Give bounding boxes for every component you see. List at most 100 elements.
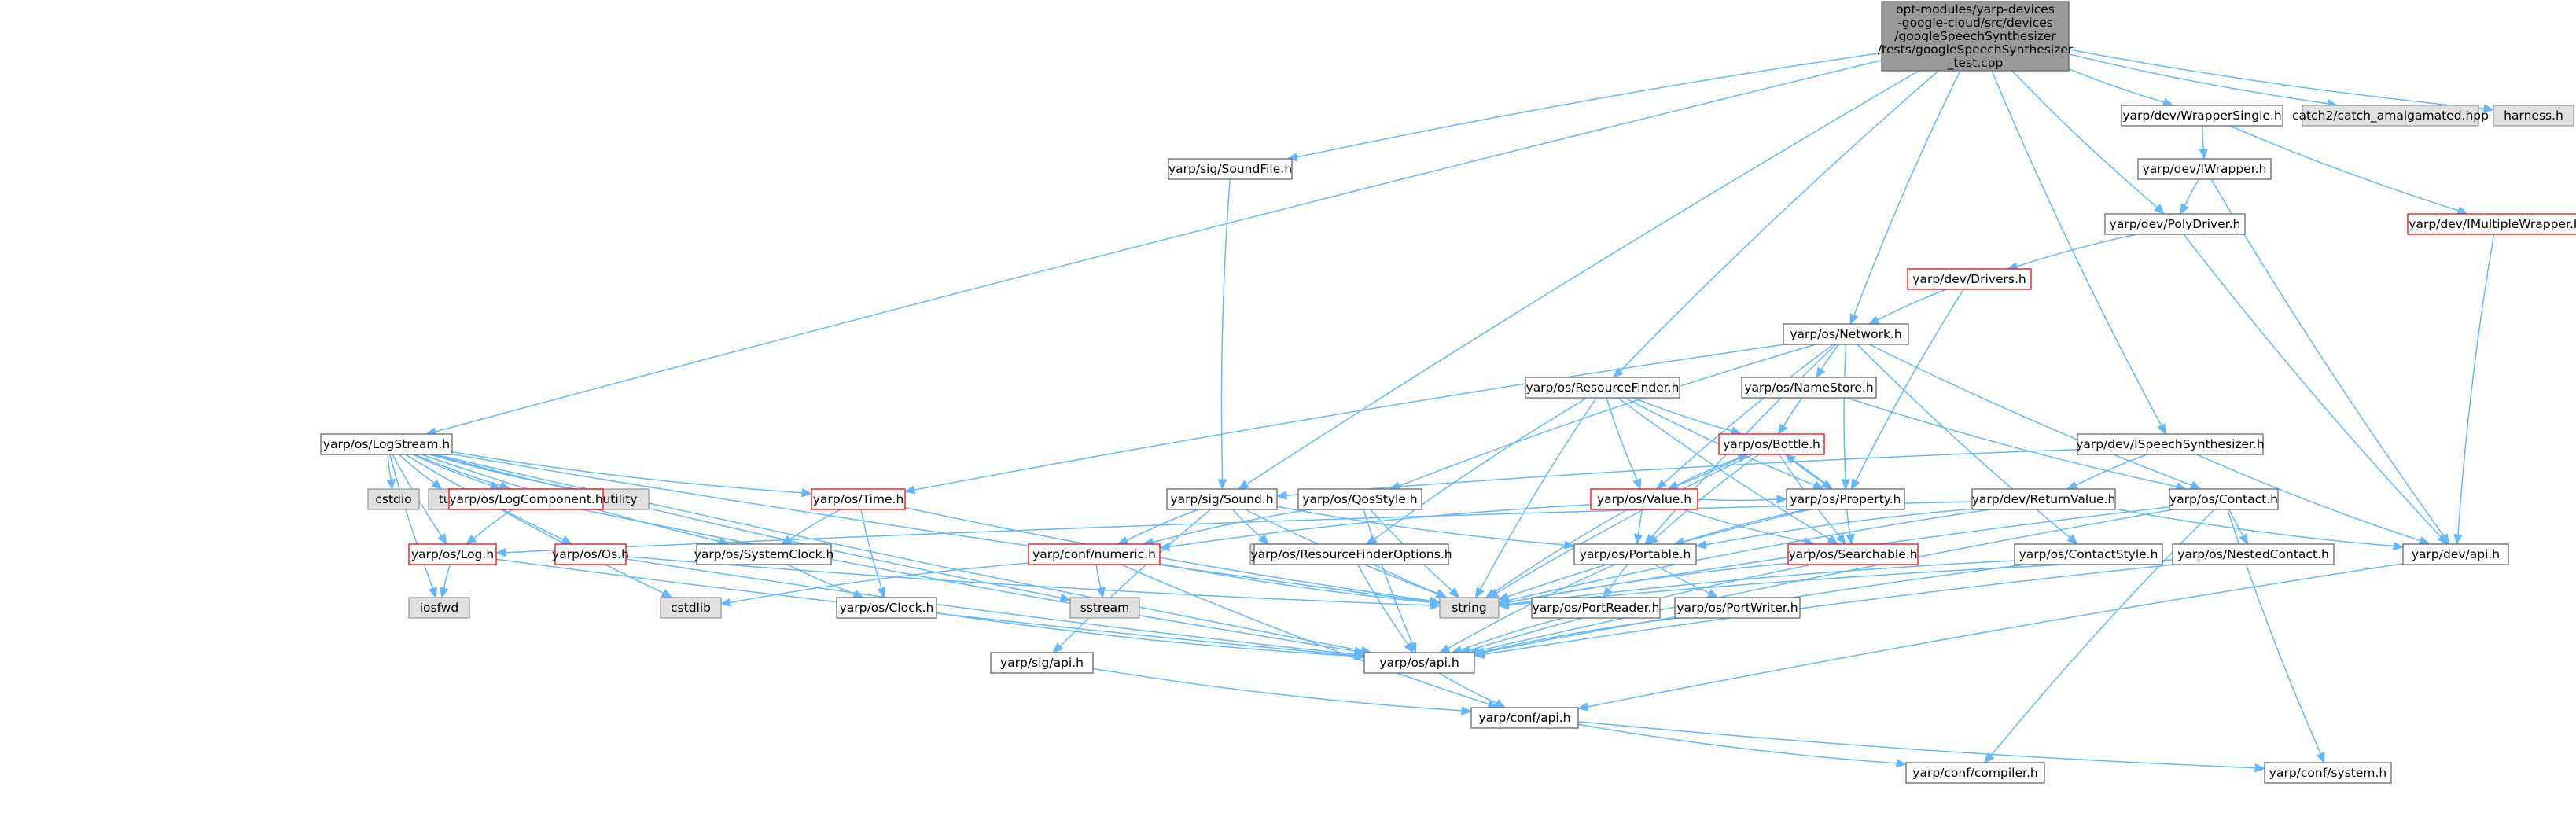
edge-line <box>1683 509 1807 543</box>
edge-arrowhead <box>1776 495 1788 504</box>
node-NameStore[interactable]: yarp/os/NameStore.h <box>1741 377 1877 399</box>
edge-line <box>1448 564 1615 649</box>
node-box <box>554 543 627 565</box>
node-label: yarp/conf/numeric.h <box>1032 547 1156 561</box>
node-sigapi[interactable]: yarp/sig/api.h <box>990 652 1094 674</box>
node-box <box>1741 377 1877 399</box>
edge-arrowhead <box>1460 706 1473 715</box>
node-box <box>990 652 1094 674</box>
node-Value[interactable]: yarp/os/Value.h <box>1590 488 1698 510</box>
edge-ResourceFinderOptions-to-string <box>1373 564 1448 598</box>
edge-arrowhead <box>1448 587 1460 598</box>
node-label: yarp/sig/SoundFile.h <box>1168 162 1292 176</box>
node-label: sstream <box>1080 601 1129 615</box>
node-Property[interactable]: yarp/os/Property.h <box>1786 488 1905 510</box>
edge-line <box>1493 509 1628 594</box>
node-WrapperSingle[interactable]: yarp/dev/WrapperSingle.h <box>2121 105 2283 127</box>
node-SystemClock[interactable]: yarp/os/SystemClock.h <box>694 543 834 565</box>
node-osapi[interactable]: yarp/os/api.h <box>1363 652 1475 674</box>
node-Time[interactable]: yarp/os/Time.h <box>811 488 906 510</box>
node-string: string <box>1439 597 1500 619</box>
edge-Value-to-numeric <box>1158 504 1592 552</box>
node-devapi[interactable]: yarp/dev/api.h <box>2402 543 2509 565</box>
edge-arrowhead <box>1217 479 1227 491</box>
node-box <box>1786 488 1905 510</box>
edge-LogStream-to-Time <box>451 451 813 498</box>
edge-line <box>435 59 1882 432</box>
node-LogStream[interactable]: yarp/os/LogStream.h <box>320 433 453 455</box>
node-PolyDriver[interactable]: yarp/dev/PolyDriver.h <box>2104 213 2246 235</box>
node-ISpeechSynthesizer[interactable]: yarp/dev/ISpeechSynthesizer.h <box>2076 433 2265 455</box>
node-LogComponent[interactable]: yarp/os/LogComponent.h <box>448 488 604 510</box>
node-root[interactable]: opt-modules/yarp-devices-google-cloud/sr… <box>1878 1 2074 72</box>
node-label: harness.h <box>2504 109 2563 123</box>
node-ResourceFinderOptions[interactable]: yarp/os/ResourceFinderOptions.h <box>1250 543 1452 565</box>
node-label: yarp/os/Searchable.h <box>1788 547 1917 561</box>
edge-arrowhead <box>1096 587 1106 599</box>
edge-arrowhead <box>2180 203 2189 215</box>
node-PortWriter[interactable]: yarp/os/PortWriter.h <box>1674 597 1801 619</box>
node-Network[interactable]: yarp/os/Network.h <box>1783 323 1909 345</box>
node-label: yarp/os/PortReader.h <box>1533 601 1660 615</box>
node-label: yarp/os/LogComponent.h <box>449 492 602 506</box>
node-confapi[interactable]: yarp/conf/api.h <box>1470 707 1579 729</box>
node-Bottle[interactable]: yarp/os/Bottle.h <box>1718 433 1825 455</box>
node-NestedContact[interactable]: yarp/os/NestedContact.h <box>2172 543 2335 565</box>
edge-line <box>1632 397 1733 432</box>
node-IMultipleWrapper[interactable]: yarp/dev/IMultipleWrapper.h <box>2407 213 2576 235</box>
edge-arrowhead <box>1473 647 1485 657</box>
edge-arrowhead <box>1850 478 1860 491</box>
node-iosfwd: iosfwd <box>408 597 470 619</box>
edge-line <box>1398 344 1816 487</box>
node-Os[interactable]: yarp/os/Os.h <box>552 543 629 565</box>
node-system[interactable]: yarp/conf/system.h <box>2264 762 2392 784</box>
edge-line <box>1705 508 1973 546</box>
edge-arrowhead <box>1237 480 1249 490</box>
edge-arrowhead <box>1429 598 1441 607</box>
node-ResourceFinder[interactable]: yarp/os/ResourceFinder.h <box>1525 377 1680 399</box>
node-Clock[interactable]: yarp/os/Clock.h <box>836 597 937 619</box>
node-ReturnValue[interactable]: yarp/dev/ReturnValue.h <box>1971 488 2116 510</box>
node-box <box>1674 597 1801 619</box>
node-Drivers[interactable]: yarp/dev/Drivers.h <box>1907 268 2032 290</box>
node-compiler[interactable]: yarp/conf/compiler.h <box>1905 762 2045 784</box>
node-Log[interactable]: yarp/os/Log.h <box>408 543 497 565</box>
node-Searchable[interactable]: yarp/os/Searchable.h <box>1787 543 1919 565</box>
node-cstdio: cstdio <box>367 488 420 510</box>
node-Portable[interactable]: yarp/os/Portable.h <box>1573 543 1697 565</box>
edge-Searchable-to-string <box>1497 562 1789 607</box>
edge-line <box>581 509 1356 652</box>
node-box <box>2137 158 2272 180</box>
edge-line <box>2114 508 2394 547</box>
node-box <box>1297 488 1422 510</box>
edge-line <box>936 612 1356 657</box>
edge-Value-to-Property <box>1697 495 1788 504</box>
node-numeric[interactable]: yarp/conf/numeric.h <box>1028 543 1161 565</box>
edge-line <box>1483 617 1679 653</box>
node-QosStyle[interactable]: yarp/os/QosStyle.h <box>1297 488 1422 510</box>
edge-Network-to-Time <box>903 344 1785 495</box>
node-ContactStyle[interactable]: yarp/os/ContactStyle.h <box>2014 543 2163 565</box>
node-SoundFile[interactable]: yarp/sig/SoundFile.h <box>1168 158 1293 180</box>
edge-arrowhead <box>2154 204 2166 215</box>
node-Sound[interactable]: yarp/sig/Sound.h <box>1166 488 1278 510</box>
edge-Drivers-to-Network <box>1868 289 1947 325</box>
node-PortReader[interactable]: yarp/os/PortReader.h <box>1531 597 1661 619</box>
edge-line <box>625 555 1431 606</box>
node-IWrapper[interactable]: yarp/dev/IWrapper.h <box>2137 158 2272 180</box>
edge-Sound-to-vector <box>1231 509 1269 545</box>
edge-arrowhead <box>1497 598 1510 607</box>
edge-arrowhead <box>1612 367 1624 378</box>
edge-line <box>2184 178 2200 206</box>
edge-PortWriter-to-osapi <box>1473 617 1679 657</box>
node-label: yarp/os/NameStore.h <box>1744 381 1873 395</box>
node-Contact[interactable]: yarp/os/Contact.h <box>2169 488 2279 510</box>
edge-SystemClock-to-Clock <box>786 564 864 598</box>
edge-sigapi-to-confapi <box>1092 668 1473 715</box>
edge-line <box>1608 564 1628 590</box>
edge-LogStream-to-string <box>451 453 1441 607</box>
edge-Value-to-string <box>1485 509 1628 598</box>
edge-line <box>1667 458 1740 490</box>
edge-Sound-to-sigapi <box>1052 509 1212 653</box>
